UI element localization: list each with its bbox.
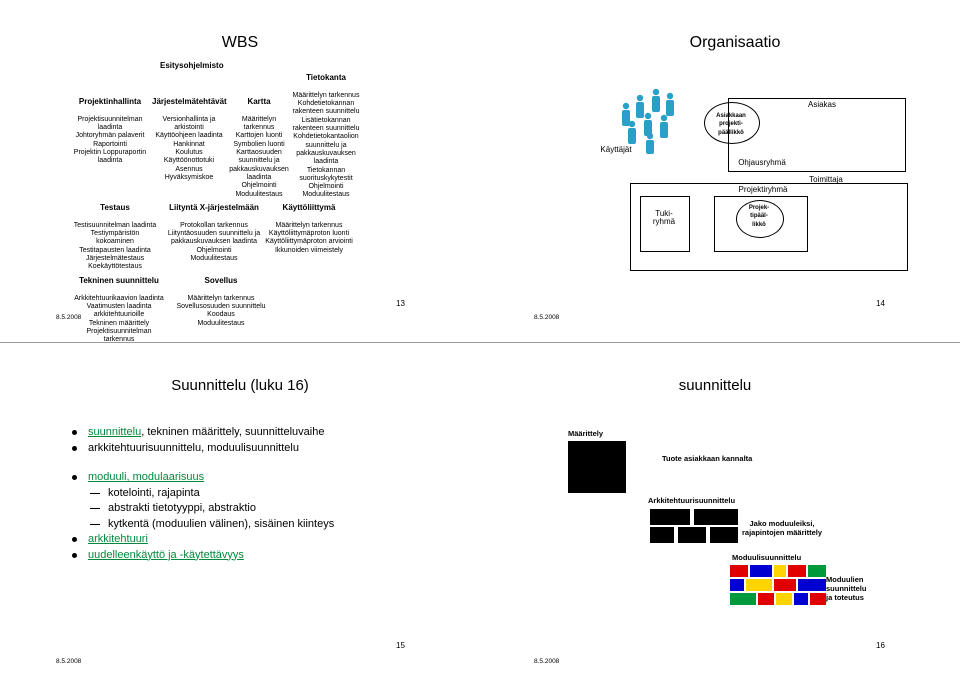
dash-marker: [90, 492, 100, 494]
pm-ellipse: [736, 200, 784, 238]
wbs-col-2: Järjestelmätehtävät Versionhallinta ja a…: [152, 90, 227, 182]
supplier-label: Toimittaja: [809, 175, 843, 184]
supplier-box: [630, 183, 908, 271]
page-number: 15: [396, 641, 405, 650]
bullet-item: suunnittelu, tekninen määrittely, suunni…: [70, 425, 450, 441]
wbs-col-4-head: Tietokanta: [306, 73, 346, 83]
bullet-marker: [72, 552, 77, 558]
wbs-col-3: Kartta Määrittelyn tarkennus Karttojen l…: [226, 90, 292, 199]
customer-pm-label: Asiakkaan projekti- päällikkö: [716, 113, 746, 136]
bullet-item: moduuli, modulaarisuus: [70, 470, 450, 486]
slide-title: Organisaatio: [689, 34, 781, 51]
bullet-text: abstrakti tietotyyppi, abstraktio: [108, 502, 256, 514]
split-label: Jako moduuleiksi, rajapintojen määrittel…: [742, 519, 823, 537]
modplan-label: Moduulien suunnittelu ja toteutus: [826, 575, 867, 602]
slide-date: 8.5.2008: [534, 314, 560, 321]
sub-bullet-item: abstrakti tietotyyppi, abstraktio: [70, 501, 450, 517]
slide-title: WBS: [221, 34, 259, 51]
wbs-col-1: Projektinhallinta Projektisuunnitelman l…: [72, 90, 148, 166]
spec-label: Määrittely: [568, 429, 604, 438]
wbs-testing-body: Testisuunnitelman laadinta Testiympärist…: [73, 221, 157, 271]
bullet-text: arkkitehtuurisuunnittelu, moduulisuunnit…: [88, 441, 299, 454]
wbs-col-1-body: Projektisuunnitelman laadinta Johtoryhmä…: [73, 115, 147, 165]
project-group-label: Projektiryhmä: [738, 185, 788, 194]
customer-pm-ellipse: [704, 102, 760, 144]
dash-marker: [90, 508, 100, 509]
wbs-testing-head: Testaus: [100, 203, 130, 213]
bullet-marker: [72, 475, 77, 480]
term-link[interactable]: moduuli, modulaarisuus: [88, 471, 205, 483]
bullet-marker: [72, 445, 77, 451]
page-number: 13: [396, 299, 405, 308]
arch-label: Arkkitehtuurisuunnittelu: [648, 496, 736, 505]
wbs-col-2-body: Versionhallinta ja arkistointi Käyttöohj…: [155, 115, 223, 181]
slide-date: 8.5.2008: [534, 658, 560, 665]
wbs-ui: Käyttöliittymä Määrittelyn tarkennus Käy…: [262, 196, 356, 255]
steering-group-label: Ohjausryhmä: [738, 158, 786, 167]
wbs-interface-body: Protokollan tarkennus Liityntäosuuden su…: [167, 221, 261, 263]
bullet-text: kotelointi, rajapinta: [108, 486, 200, 499]
customer-label: Asiakas: [807, 100, 836, 109]
bullet-item: arkkitehtuuri: [70, 532, 450, 548]
term-link[interactable]: arkkitehtuuri: [88, 533, 148, 545]
page-number: 16: [876, 641, 885, 650]
wbs-col-4: Tietokanta Määrittelyn tarkennus Kohdeti…: [284, 66, 368, 200]
project-group-box: [714, 196, 808, 252]
slide-title: Suunnittelu (luku 16): [171, 377, 309, 394]
sub-bullet-item: kotelointi, rajapinta: [70, 486, 450, 502]
slide-date: 8.5.2008: [56, 658, 82, 665]
slide-title: suunnittelu: [678, 377, 752, 394]
bullet-marker: [72, 537, 77, 542]
wbs-col-4-body: Määrittelyn tarkennus Kohdetietokannan r…: [292, 91, 360, 199]
wbs-app-head: Sovellus: [204, 276, 238, 286]
bullet-list: suunnittelu, tekninen määrittely, suunni…: [70, 425, 450, 563]
arch-diagram: [650, 509, 738, 543]
wbs-interface: Liityntä X-järjestelmään Protokollan tar…: [164, 196, 264, 263]
bullet-text: , tekninen määrittely, suunnitteluvaihe: [141, 426, 325, 438]
support-box: [640, 196, 690, 252]
users-label: Käyttäjät: [600, 145, 632, 154]
product-label: Tuote asiakkaan kannalta: [662, 454, 753, 463]
term-link[interactable]: uudelleenkäyttö ja -käytettävyys: [88, 548, 244, 561]
term-link[interactable]: suunnittelu: [88, 426, 142, 438]
bullet-marker: [72, 430, 77, 435]
wbs-app: Sovellus Määrittelyn tarkennus Sovelluso…: [174, 269, 268, 328]
bullet-item: arkkitehtuurisuunnittelu, moduulisuunnit…: [70, 441, 450, 457]
pm-label: Projek- tipääl- likkö: [748, 205, 770, 228]
wbs-tech-head: Tekninen suunnittelu: [79, 276, 159, 286]
slide-13: WBS Esitysohjelmisto Projektinhallinta P…: [0, 0, 480, 342]
users-people-icon: [622, 88, 674, 154]
page-number: 14: [876, 299, 885, 308]
slide-16: suunnittelu Määrittely Tuote asiakkaan k…: [480, 342, 960, 685]
wbs-col-3-head: Kartta: [247, 97, 271, 107]
wbs-ui-head: Käyttöliittymä: [282, 203, 336, 213]
slide-15: Suunnittelu (luku 16) suunnittelu, tekni…: [0, 342, 480, 685]
wbs-tech: Tekninen suunnittelu Arkkitehtuurikaavio…: [72, 269, 166, 342]
wbs-ui-body: Määrittelyn tarkennus Käyttöliittymäprot…: [265, 221, 353, 254]
modspec-label: Moduulisuunnittelu: [732, 553, 802, 562]
wbs-interface-head: Liityntä X-järjestelmään: [169, 203, 259, 213]
bullet-text: kytkentä (moduulien välinen), sisäinen k…: [108, 517, 335, 530]
wbs-col-3-body: Määrittelyn tarkennus Karttojen luonti S…: [229, 115, 289, 198]
slide-date: 8.5.2008: [56, 314, 82, 321]
dash-marker: [90, 523, 100, 525]
module-diagram: [730, 565, 826, 605]
sub-bullet-item: kytkentä (moduulien välinen), sisäinen k…: [70, 517, 450, 533]
wbs-col-1-head: Projektinhallinta: [78, 97, 142, 107]
wbs-testing: Testaus Testisuunnitelman laadinta Testi…: [70, 196, 160, 272]
wbs-tech-body: Arkkitehtuurikaavion laadinta Vaatimuste…: [74, 294, 164, 342]
spec-black-box: [568, 441, 626, 493]
bullet-item: uudelleenkäyttö ja -käytettävyys: [70, 548, 450, 564]
wbs-root: Esitysohjelmisto: [160, 61, 224, 70]
wbs-app-body: Määrittelyn tarkennus Sovellusosuuden su…: [176, 294, 266, 327]
slide-14: Organisaatio Käyttäjät Asiakkaan projekt…: [480, 0, 960, 342]
wbs-col-2-head: Järjestelmätehtävät: [152, 97, 227, 107]
support-label: Tuki- ryhmä: [652, 209, 676, 227]
